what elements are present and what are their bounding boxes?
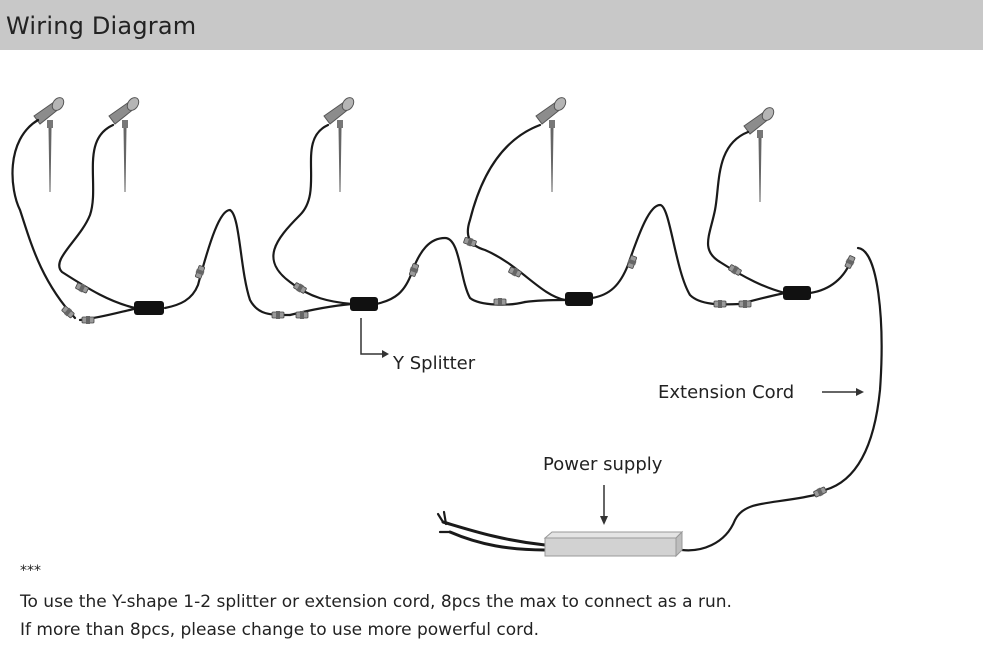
y-splitter-4	[783, 286, 811, 300]
y-splitter-1	[134, 301, 164, 315]
note-line-1: To use the Y-shape 1-2 splitter or exten…	[20, 592, 732, 612]
header-bar: Wiring Diagram	[0, 0, 983, 50]
lamp-5	[743, 104, 777, 203]
lamp-3	[323, 94, 357, 193]
note-stars: ***	[20, 563, 41, 579]
page-title: Wiring Diagram	[6, 12, 197, 40]
y-splitters	[134, 286, 811, 315]
lamp-2	[108, 94, 142, 193]
y-splitter-pointer	[360, 318, 382, 355]
lamp-1	[33, 94, 67, 193]
y-splitter-arrowhead	[382, 350, 389, 358]
power-supply-arrowhead	[600, 516, 608, 525]
note-line-2: If more than 8pcs, please change to use …	[20, 620, 540, 640]
extension-cord-label: Extension Cord	[658, 382, 794, 403]
y-splitter-2	[350, 297, 378, 311]
power-supply	[543, 530, 684, 558]
extension-cord-arrowhead	[856, 388, 864, 396]
y-splitter-label: Y Splitter	[392, 353, 476, 374]
wires	[11, 118, 883, 552]
power-supply-label: Power supply	[543, 454, 663, 475]
y-splitter-3	[565, 292, 593, 306]
lamp-4	[535, 94, 569, 193]
